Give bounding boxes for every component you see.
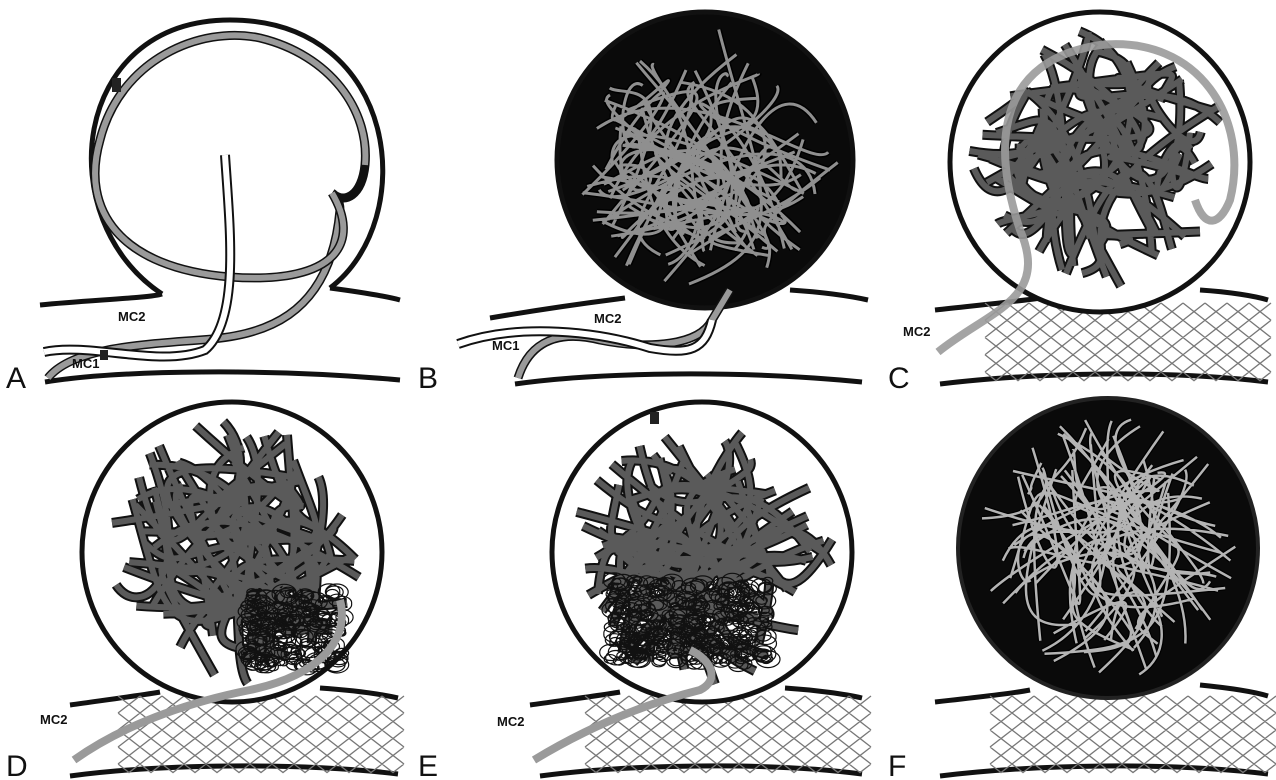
panel-f: F xyxy=(888,398,1276,780)
stent xyxy=(990,696,1276,773)
vessel-wall-lower xyxy=(45,372,400,382)
panel-b: B MC1 MC2 xyxy=(418,12,868,395)
catheter-marker xyxy=(112,78,121,92)
label-mc1-b: MC1 xyxy=(492,338,519,353)
panel-c: C MC2 xyxy=(888,12,1271,395)
panel-letter-c: C xyxy=(888,362,910,395)
vessel-wall-lower xyxy=(70,766,398,776)
panel-d: D MC2 xyxy=(6,402,404,780)
panel-letter-e: E xyxy=(418,750,438,780)
mc1-marker xyxy=(100,350,108,360)
stent-mesh xyxy=(990,696,1276,773)
stent-mesh xyxy=(585,696,871,773)
panel-a: A MC2 MC1 xyxy=(6,20,400,395)
stent xyxy=(585,696,871,773)
stent-mesh xyxy=(985,303,1271,381)
panel-letter-f: F xyxy=(888,750,906,780)
label-mc2-b: MC2 xyxy=(594,311,621,326)
label-mc2-c: MC2 xyxy=(903,324,930,339)
label-mc2-a: MC2 xyxy=(118,309,145,324)
label-mc1-a: MC1 xyxy=(72,356,99,371)
label-mc2-d: MC2 xyxy=(40,712,67,727)
vessel-wall-lower xyxy=(515,374,862,384)
panel-letter-a: A xyxy=(6,362,26,395)
panel-letter-b: B xyxy=(418,362,438,395)
stent-mesh xyxy=(118,696,404,773)
stent xyxy=(118,696,404,773)
label-mc2-e: MC2 xyxy=(497,714,524,729)
stent xyxy=(985,303,1271,381)
panel-e: E MC2 xyxy=(418,402,871,780)
panel-letter-d: D xyxy=(6,750,28,780)
catheter-marker xyxy=(650,412,659,424)
